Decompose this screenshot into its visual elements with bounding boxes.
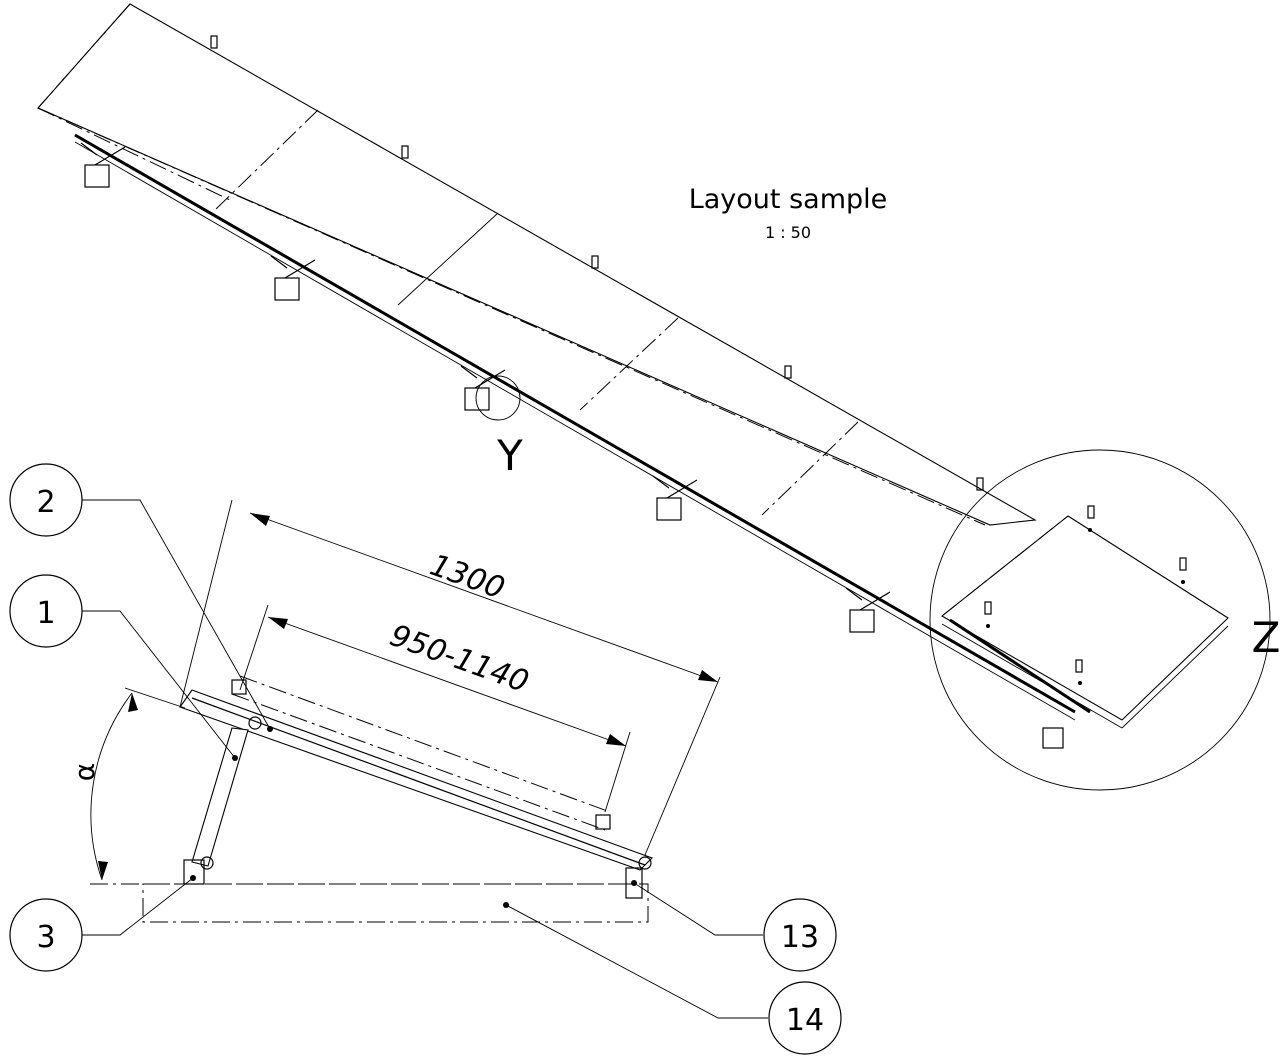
callout-balloon [9,463,83,537]
detail-y-label: Y [496,431,523,480]
callout-2: 2 [9,463,271,730]
rear-foot [183,859,205,885]
detail-z-label: Z [1252,613,1281,662]
svg-text:3: 3 [36,920,55,955]
front-foot [625,867,643,899]
svg-text:1: 1 [36,596,55,631]
detail-z-view [929,449,1271,791]
callout-balloon [9,898,83,972]
callout-1: 1 [9,574,236,759]
side-view [90,675,653,923]
panel-divider [214,109,319,211]
panel-divider [397,212,499,306]
callout-3: 3 [9,877,194,972]
dim-1300-line [249,512,719,683]
callout-14: 14 [505,904,842,1055]
layout-title: Layout sample [689,184,888,215]
panel-array-isometric [37,3,1076,721]
detail-z-clamps [984,505,1187,685]
layout-scale: 1 : 50 [765,223,811,242]
ballast-block [142,883,649,923]
callout-balloon [768,981,842,1055]
dim-angle-arc [90,692,133,881]
mounting-rail [74,133,1076,714]
rear-strut [191,727,249,867]
panel-strip-outline [37,3,1037,526]
dim-950-1140-line [267,616,627,747]
dim-950-1140-text: 950-1140 [385,618,533,700]
panel-divider [579,317,679,411]
dim-angle-text: α [68,763,101,781]
callout-balloon [763,898,837,972]
detail-z-rail [949,618,1091,714]
svg-text:13: 13 [781,920,819,955]
svg-text:2: 2 [36,485,55,520]
svg-text:14: 14 [786,1003,824,1038]
panel-divider [761,421,859,516]
upper-clamps [210,35,984,491]
callout-balloon [9,574,83,648]
detail-y-marker [475,375,521,421]
detail-z-panel [941,515,1229,721]
dim-1300-text: 1300 [425,548,509,607]
callout-13: 13 [633,882,837,972]
detail-z-circle [929,449,1271,791]
dimensions [90,499,721,881]
